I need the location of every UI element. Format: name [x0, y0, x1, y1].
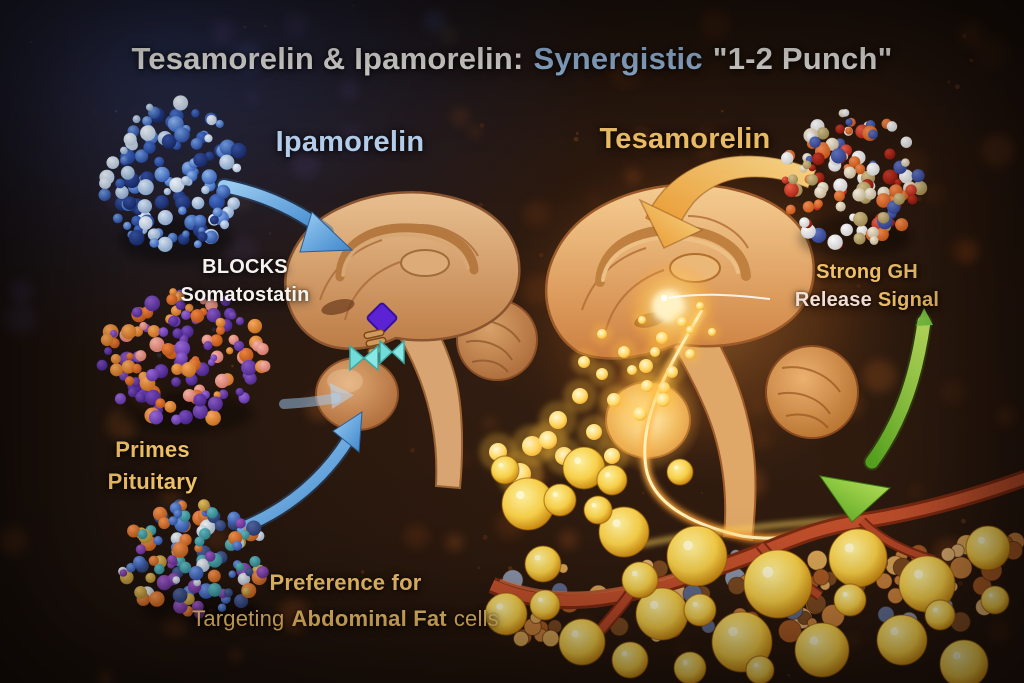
page-title: Tesamorelin & Ipamorelin: Synergistic "1…: [0, 41, 1024, 77]
primes-line2: Pituitary: [107, 468, 198, 494]
tesamorelin-heading: Tesamorelin: [599, 123, 771, 155]
preference-suffix: cells: [453, 606, 499, 632]
gh-release-word: Release: [794, 289, 872, 311]
preference-line1: Preference for: [269, 570, 422, 595]
brain-left-diagram: [284, 190, 538, 490]
blocks-line2: Somatostatin: [180, 284, 310, 306]
receptor-bowtie-icons: [349, 339, 405, 372]
blue-arrows: [216, 178, 363, 536]
primes-pituitary-label: Primes Pituitary: [70, 434, 235, 498]
gh-signal-word: Signal: [877, 289, 940, 311]
preference-bold: Abdominal Fat: [291, 606, 447, 632]
somatostatin-block-icon: [366, 302, 398, 334]
blood-vessel: [488, 470, 1024, 652]
orange-arrow: [638, 155, 818, 249]
preference-prefix: Targeting: [192, 606, 285, 632]
abdominal-fat-cells: [484, 446, 1024, 683]
preference-line2: Targeting Abdominal Fat cells: [158, 601, 533, 637]
signal-pointer-line: [661, 293, 771, 301]
gh-line1: Strong GH: [816, 261, 918, 283]
ipamorelin-heading: Ipamorelin: [275, 126, 425, 158]
title-part2: Synergistic: [533, 41, 703, 76]
pituitary-priming-molecule: [118, 499, 269, 626]
strong-gh-label: Strong GH Release Signal: [763, 258, 971, 314]
gh-particle-stream: [479, 297, 851, 547]
blocks-somatostatin-label: BLOCKS Somatostatin: [140, 253, 350, 309]
title-part3: "1-2 Punch": [712, 41, 893, 76]
primes-line1: Primes: [115, 437, 190, 462]
blocks-line1: BLOCKS: [202, 256, 288, 278]
green-arrow: [818, 308, 933, 523]
title-part1: Tesamorelin & Ipamorelin:: [131, 41, 524, 76]
abdominal-fat-label: Preference for Targeting Abdominal Fat c…: [158, 565, 533, 638]
ipamorelin-molecule: [98, 95, 247, 263]
gh-line2: Release Signal: [763, 286, 971, 314]
somatostatin-blocker-molecule: [96, 288, 271, 435]
tesamorelin-molecule: [781, 109, 928, 260]
